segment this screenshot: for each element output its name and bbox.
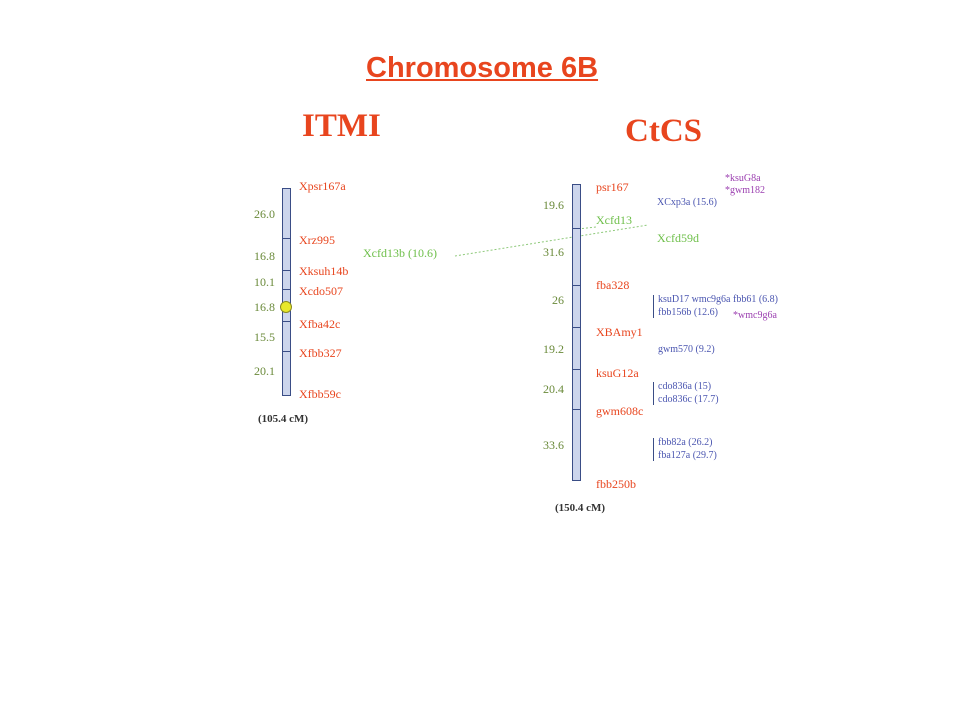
ctcs-distance: 20.4 — [543, 382, 564, 396]
ctcs-annotation: *wmc9g6a — [733, 310, 777, 321]
ctcs-annotation: cdo836c (17.7) — [658, 394, 719, 405]
ctcs-marker: Xcfd13 — [596, 213, 632, 227]
centromere-marker — [280, 301, 292, 313]
bracket-line — [653, 438, 654, 461]
ctcs-distance: 26 — [552, 293, 564, 307]
ctcs-marker: fbb250b — [596, 477, 636, 491]
ctcs-marker: psr167 — [596, 180, 629, 194]
ctcs-distance: 33.6 — [543, 438, 564, 452]
ctcs-annotation: fba127a (29.7) — [658, 450, 717, 461]
itmi-distance: 26.0 — [254, 207, 275, 221]
ctcs-total-length: (150.4 cM) — [555, 502, 606, 514]
ctcs-annotation: XCxp3a (15.6) — [657, 197, 717, 208]
itmi-header: ITMI — [302, 108, 381, 144]
ctcs-annotation: gwm570 (9.2) — [658, 344, 715, 355]
itmi-marker: Xpsr167a — [299, 179, 346, 193]
ctcs-annotation: *gwm182 — [725, 185, 765, 196]
itmi-tick — [282, 289, 291, 290]
ctcs-marker: fba328 — [596, 278, 630, 292]
itmi-tick — [282, 270, 291, 271]
itmi-marker: Xrz995 — [299, 233, 335, 247]
ctcs-distance: 19.2 — [543, 342, 564, 356]
itmi-marker: Xfbb327 — [299, 346, 342, 360]
itmi-distance: 10.1 — [254, 275, 275, 289]
ctcs-tick — [572, 228, 581, 229]
itmi-total-length: (105.4 cM) — [258, 413, 309, 425]
itmi-tick — [282, 321, 291, 322]
ctcs-annotation: ksuD17 wmc9g6a fbb61 (6.8) — [658, 294, 778, 305]
ctcs-chromosome — [572, 184, 581, 481]
itmi-distance: 20.1 — [254, 364, 275, 378]
ctcs-annotation: fbb82a (26.2) — [658, 437, 713, 448]
ctcs-distance: 31.6 — [543, 245, 564, 259]
ctcs-tick — [572, 409, 581, 410]
itmi-marker: Xcdo507 — [299, 284, 343, 298]
bracket-line — [653, 295, 654, 318]
itmi-extra-marker: Xcfd13b (10.6) — [363, 246, 437, 260]
ctcs-marker: ksuG12a — [596, 366, 639, 380]
itmi-distance: 16.8 — [254, 300, 275, 314]
ctcs-marker: gwm608c — [596, 404, 644, 418]
ctcs-distance: 19.6 — [543, 198, 564, 212]
ctcs-marker: XBAmy1 — [596, 325, 643, 339]
itmi-distance: 15.5 — [254, 330, 275, 344]
itmi-tick — [282, 238, 291, 239]
ctcs-header: CtCS — [625, 113, 703, 149]
ctcs-annotation: cdo836a (15) — [658, 381, 712, 392]
ctcs-annotation: fbb156b (12.6) — [658, 307, 718, 318]
itmi-tick — [282, 351, 291, 352]
ctcs-marker: Xcfd59d — [657, 231, 699, 245]
itmi-marker: Xfbb59c — [299, 387, 341, 401]
itmi-marker: Xksuh14b — [299, 264, 349, 278]
ctcs-annotation: *ksuG8a — [725, 173, 761, 184]
ctcs-tick — [572, 369, 581, 370]
bracket-line — [653, 382, 654, 405]
page-title: Chromosome 6B — [366, 52, 599, 84]
itmi-distance: 16.8 — [254, 249, 275, 263]
ctcs-tick — [572, 327, 581, 328]
itmi-chromosome — [282, 188, 291, 396]
itmi-marker: Xfba42c — [299, 317, 341, 331]
ctcs-tick — [572, 285, 581, 286]
